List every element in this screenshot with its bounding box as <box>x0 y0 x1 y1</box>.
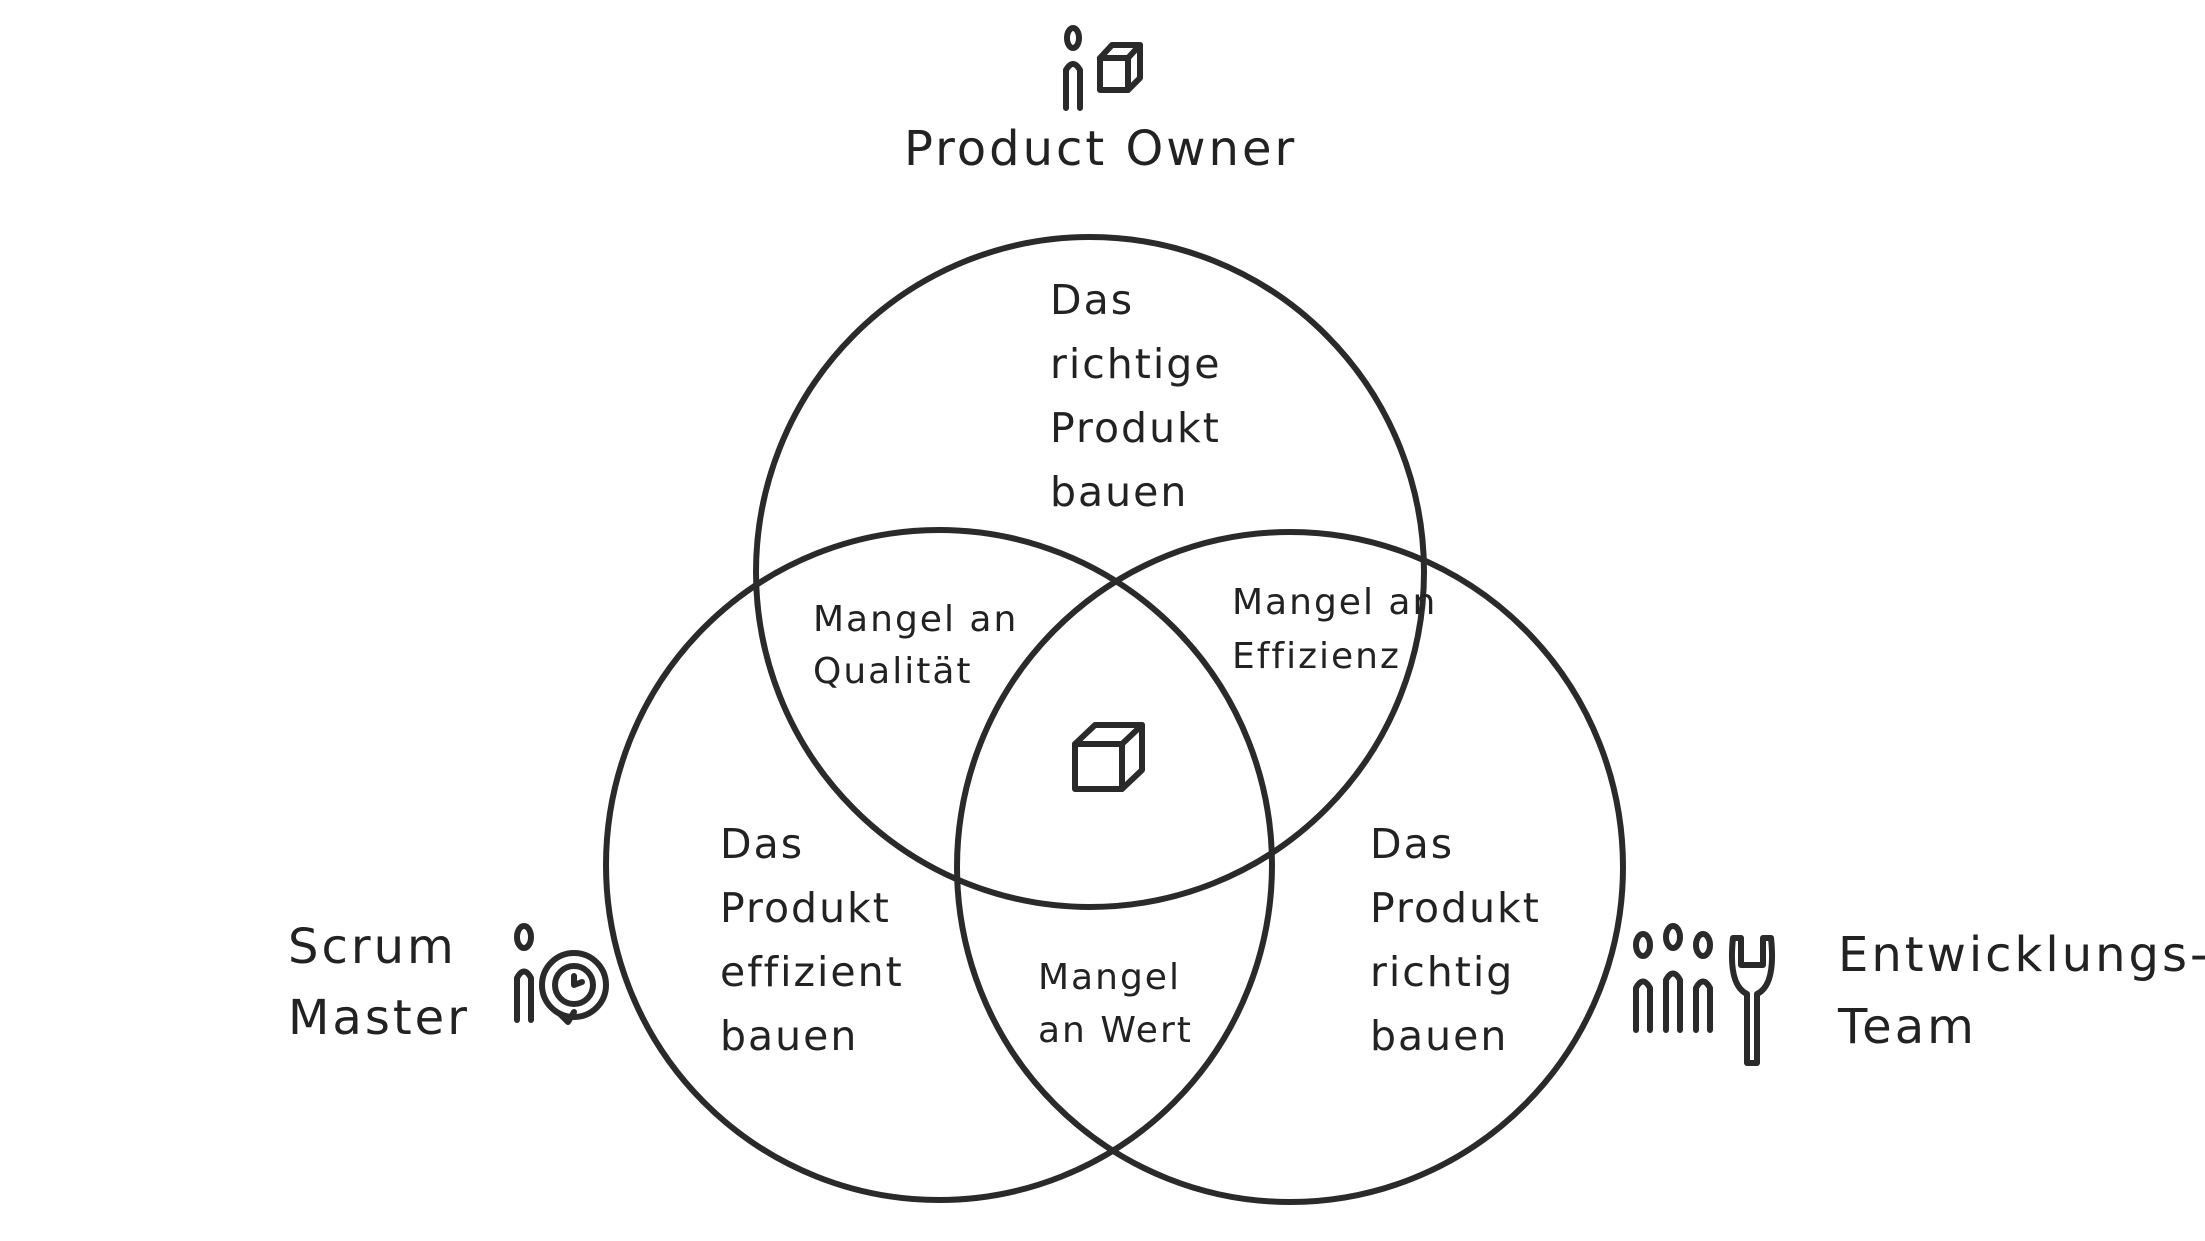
overlap-bottom-line2: an Wert <box>1038 1010 1193 1051</box>
circle-scrum-master <box>603 527 1275 1203</box>
overlap-top-right-line1: Mangel an <box>1232 582 1438 623</box>
box-icon <box>1072 722 1145 792</box>
dev-team-label-line1: Entwicklungs- <box>1838 927 2205 983</box>
region-right-line2: Produkt <box>1370 884 1541 932</box>
region-top-line2: richtige <box>1050 340 1222 388</box>
region-right-line1: Das <box>1370 820 1455 868</box>
region-right-line3: richtig <box>1370 948 1515 996</box>
circle-product-owner <box>753 234 1427 910</box>
dev-team-label-line2: Team <box>1838 999 1977 1055</box>
region-top-line1: Das <box>1050 276 1135 324</box>
overlap-bottom-line1: Mangel <box>1038 957 1181 998</box>
overlap-top-right-line2: Effizienz <box>1232 636 1401 677</box>
team-with-wrench-icon <box>1633 923 1776 1066</box>
scrum-master-label-line2: Master <box>288 990 470 1046</box>
region-top-line3: Produkt <box>1050 404 1221 452</box>
region-left-line1: Das <box>720 820 805 868</box>
circle-dev-team <box>954 529 1626 1205</box>
region-left-line3: effizient <box>720 948 904 996</box>
scrum-master-label-line1: Scrum <box>288 919 457 975</box>
product-owner-label: Product Owner <box>904 121 1298 177</box>
region-right-line4: bauen <box>1370 1012 1509 1060</box>
person-with-box-icon <box>1063 25 1143 111</box>
overlap-top-left-line2: Qualität <box>813 651 973 692</box>
region-left-line2: Produkt <box>720 884 891 932</box>
region-top-line4: bauen <box>1050 468 1189 516</box>
overlap-top-left-line1: Mangel an <box>813 599 1019 640</box>
region-left-line4: bauen <box>720 1012 859 1060</box>
person-with-clock-icon <box>514 923 609 1025</box>
